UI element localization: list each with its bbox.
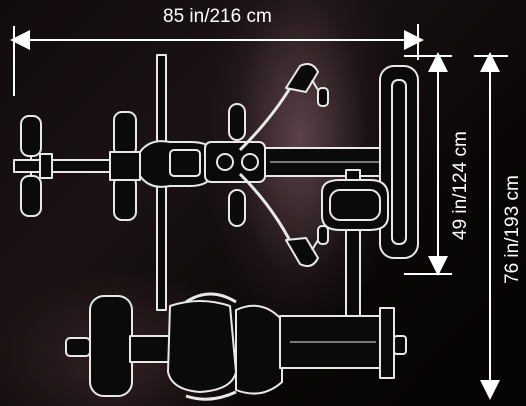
pad-top: [228, 103, 246, 141]
height-label: 76 in/193 cm: [502, 175, 523, 284]
seat-pad: [321, 169, 389, 321]
lower-bench: [65, 295, 407, 397]
lower-bench-handles: [185, 292, 237, 401]
press-handles: [285, 63, 329, 267]
width-dimension: [10, 24, 424, 96]
height-dimension: [474, 52, 508, 400]
pad-bottom: [228, 189, 246, 227]
right-frame: [379, 65, 419, 259]
depth-dimension: [404, 52, 452, 276]
depth-label: 49 in/124 cm: [450, 131, 471, 240]
center-hub: [139, 140, 266, 188]
width-label: 85 in/216 cm: [163, 6, 272, 27]
leg-rollers: [20, 111, 137, 221]
